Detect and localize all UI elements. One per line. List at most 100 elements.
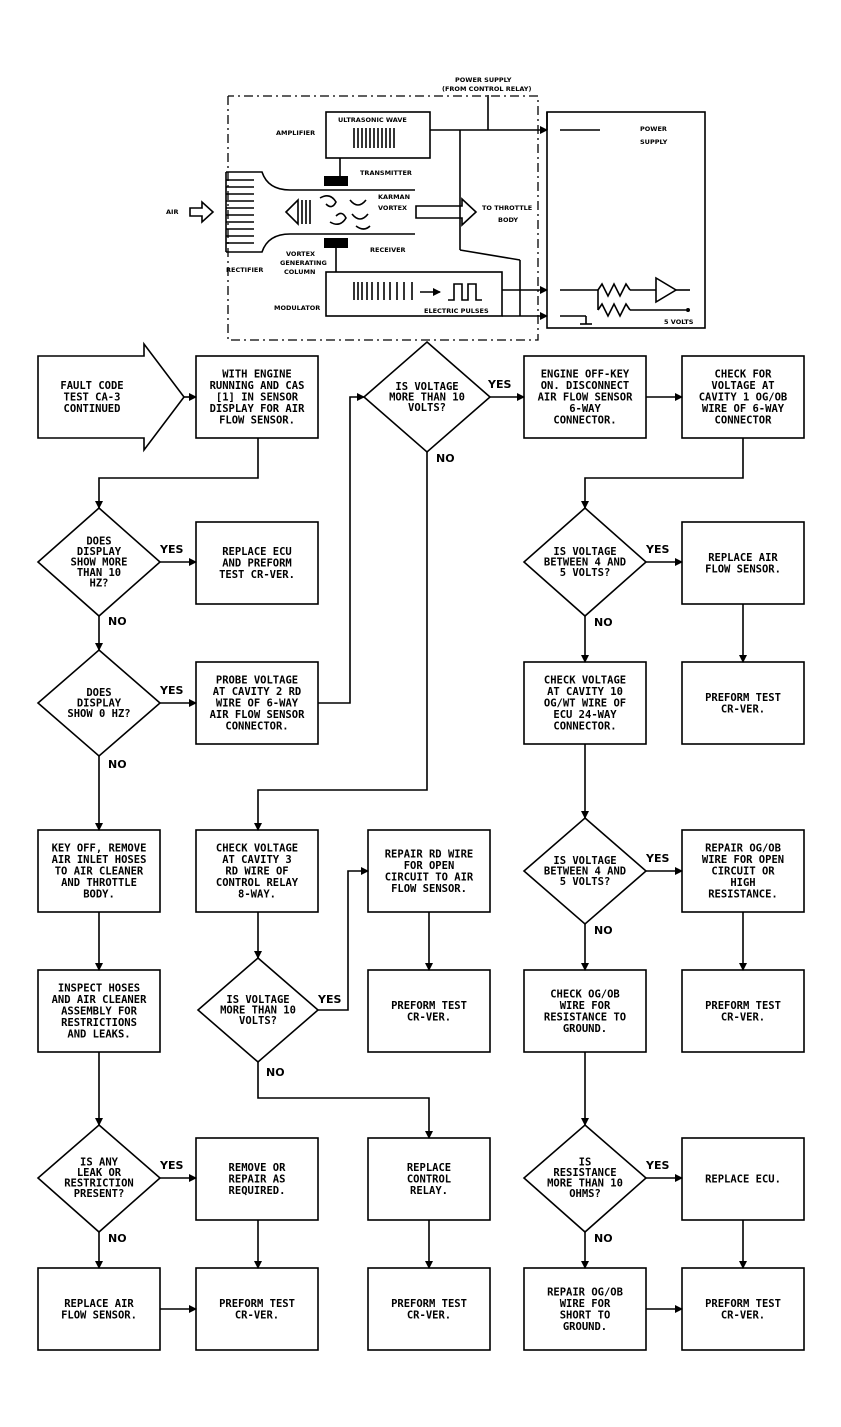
node-text-line: AND AIR CLEANER	[52, 994, 148, 1006]
node-text-line: IS VOLTAGE	[553, 855, 616, 867]
box-engine-off	[523, 355, 647, 439]
node-text-line: OG/WT WIRE OF	[544, 698, 626, 710]
node-text-line: CR-VER.	[721, 1309, 765, 1321]
node-text-line: PREFORM TEST	[705, 692, 781, 704]
box-repair-rd	[367, 829, 491, 913]
node-text-line: ASSEMBLY FOR	[61, 1006, 138, 1018]
resistor-icon	[597, 282, 631, 298]
node-text-line: TO AIR CLEANER	[55, 866, 144, 878]
node-text-line: PREFORM TEST	[391, 1298, 467, 1310]
transmitter-block	[324, 176, 348, 186]
node-text-line: DISPLAY	[77, 546, 122, 558]
node-text-line: IS VOLTAGE	[395, 381, 458, 393]
node-text-line: AND LEAKS.	[67, 1029, 130, 1041]
node-text-line: KEY OFF, REMOVE	[52, 843, 147, 855]
yes-label: YES	[645, 1159, 669, 1172]
node-text-line: REPLACE ECU	[222, 546, 292, 558]
node-text-line: RESISTANCE	[553, 1167, 616, 1179]
no-label: NO	[108, 615, 127, 628]
node-text-line: BETWEEN 4 AND	[544, 556, 626, 568]
node-text-line: MORE THAN 10	[547, 1178, 623, 1190]
node-text-line: REPLACE ECU.	[705, 1174, 781, 1186]
box-pt-f	[681, 1267, 805, 1351]
node-text-line: IS VOLTAGE	[226, 994, 289, 1006]
node-text-line: CR-VER.	[407, 1309, 451, 1321]
node-text-line: DOES	[86, 687, 111, 699]
node-text-line: HIGH	[730, 877, 755, 889]
box-check-cavity3	[195, 829, 319, 913]
karman-vortex-label-1: KARMAN	[378, 193, 410, 201]
node-text-line: MORE THAN 10	[389, 391, 465, 403]
node-text-line: RESTRICTIONS	[61, 1017, 137, 1029]
box-remove-repair	[195, 1137, 319, 1221]
node-text-line: CHECK OG/OB	[550, 988, 620, 1000]
node-text-b-replace-ecu-2: REPLACE ECU.	[705, 1174, 781, 1186]
box-check-og-ground	[523, 969, 647, 1053]
vortex-label-3: COLUMN	[284, 268, 315, 276]
box-inspect-hoses	[37, 969, 161, 1053]
node-text-line: ON. DISCONNECT	[541, 380, 630, 392]
box-pt-a	[681, 661, 805, 745]
node-text-line: REPLACE	[407, 1162, 451, 1174]
amplifier-label: AMPLIFIER	[276, 129, 315, 137]
node-text-line: AIR INLET HOSES	[52, 854, 147, 866]
box-pt-2	[367, 969, 491, 1053]
node-text-line: FLOW SENSOR.	[705, 563, 781, 575]
box-pt-c	[681, 969, 805, 1053]
no-label: NO	[594, 616, 613, 629]
node-text-line: [1] IN SENSOR	[216, 392, 299, 404]
node-text-line: VOLTS?	[239, 1015, 277, 1027]
sensor-housing-outline	[227, 95, 539, 341]
to-throttle-label-2: BODY	[498, 216, 518, 224]
no-label: NO	[108, 1232, 127, 1245]
node-text-line: WIRE OF 6-WAY	[216, 698, 299, 710]
no-label: NO	[594, 1232, 613, 1245]
node-text-line: LEAK OR	[77, 1167, 122, 1179]
node-text-line: DISPLAY	[77, 697, 122, 709]
node-text-line: ENGINE OFF-KEY	[541, 369, 630, 381]
node-text-line: REPAIR OG/OB	[547, 1286, 623, 1298]
electric-pulses-label: ELECTRIC PULSES	[424, 307, 489, 315]
vortex-label-1: VORTEX	[286, 250, 315, 258]
node-text-line: MORE THAN 10	[220, 1004, 296, 1016]
node-text-line: RUNNING AND CAS	[210, 380, 305, 392]
node-text-line: AND PREFORM	[222, 558, 292, 570]
node-text-line: REPLACE AIR	[64, 1298, 134, 1310]
node-text-line: PREFORM TEST	[705, 1000, 781, 1012]
node-text-line: FLOW SENSOR.	[391, 883, 467, 895]
node-text-line: THAN 10	[77, 567, 121, 579]
flowchart-shapes	[36, 340, 805, 1351]
node-text-line: CHECK FOR	[715, 369, 773, 381]
node-text-line: WIRE FOR OPEN	[702, 854, 784, 866]
node-text-line: 8-WAY.	[238, 889, 276, 901]
node-text-line: WIRE FOR	[560, 1298, 611, 1310]
schematic-labels: POWER SUPPLY (FROM CONTROL RELAY) POWER …	[166, 76, 694, 326]
yes-label: YES	[159, 684, 183, 697]
ecu-block	[546, 111, 706, 329]
power-supply-right-label-2: SUPPLY	[640, 138, 668, 146]
no-label: NO	[266, 1066, 285, 1079]
power-supply-top-label-1: POWER SUPPLY	[455, 76, 512, 84]
node-text-line: CIRCUIT TO AIR	[385, 871, 474, 883]
node-text-line: SHORT TO	[560, 1309, 611, 1321]
node-text-line: ECU 24-WAY	[553, 709, 617, 721]
node-text-line: CHECK VOLTAGE	[544, 675, 626, 687]
sensor-schematic	[189, 95, 706, 341]
node-text-line: PREFORM TEST	[219, 1298, 295, 1310]
node-text-line: CR-VER.	[235, 1309, 279, 1321]
node-text-line: HZ?	[90, 577, 109, 589]
node-text-line: SHOW 0 HZ?	[67, 708, 130, 720]
rectifier-label: RECTIFIER	[226, 266, 263, 274]
